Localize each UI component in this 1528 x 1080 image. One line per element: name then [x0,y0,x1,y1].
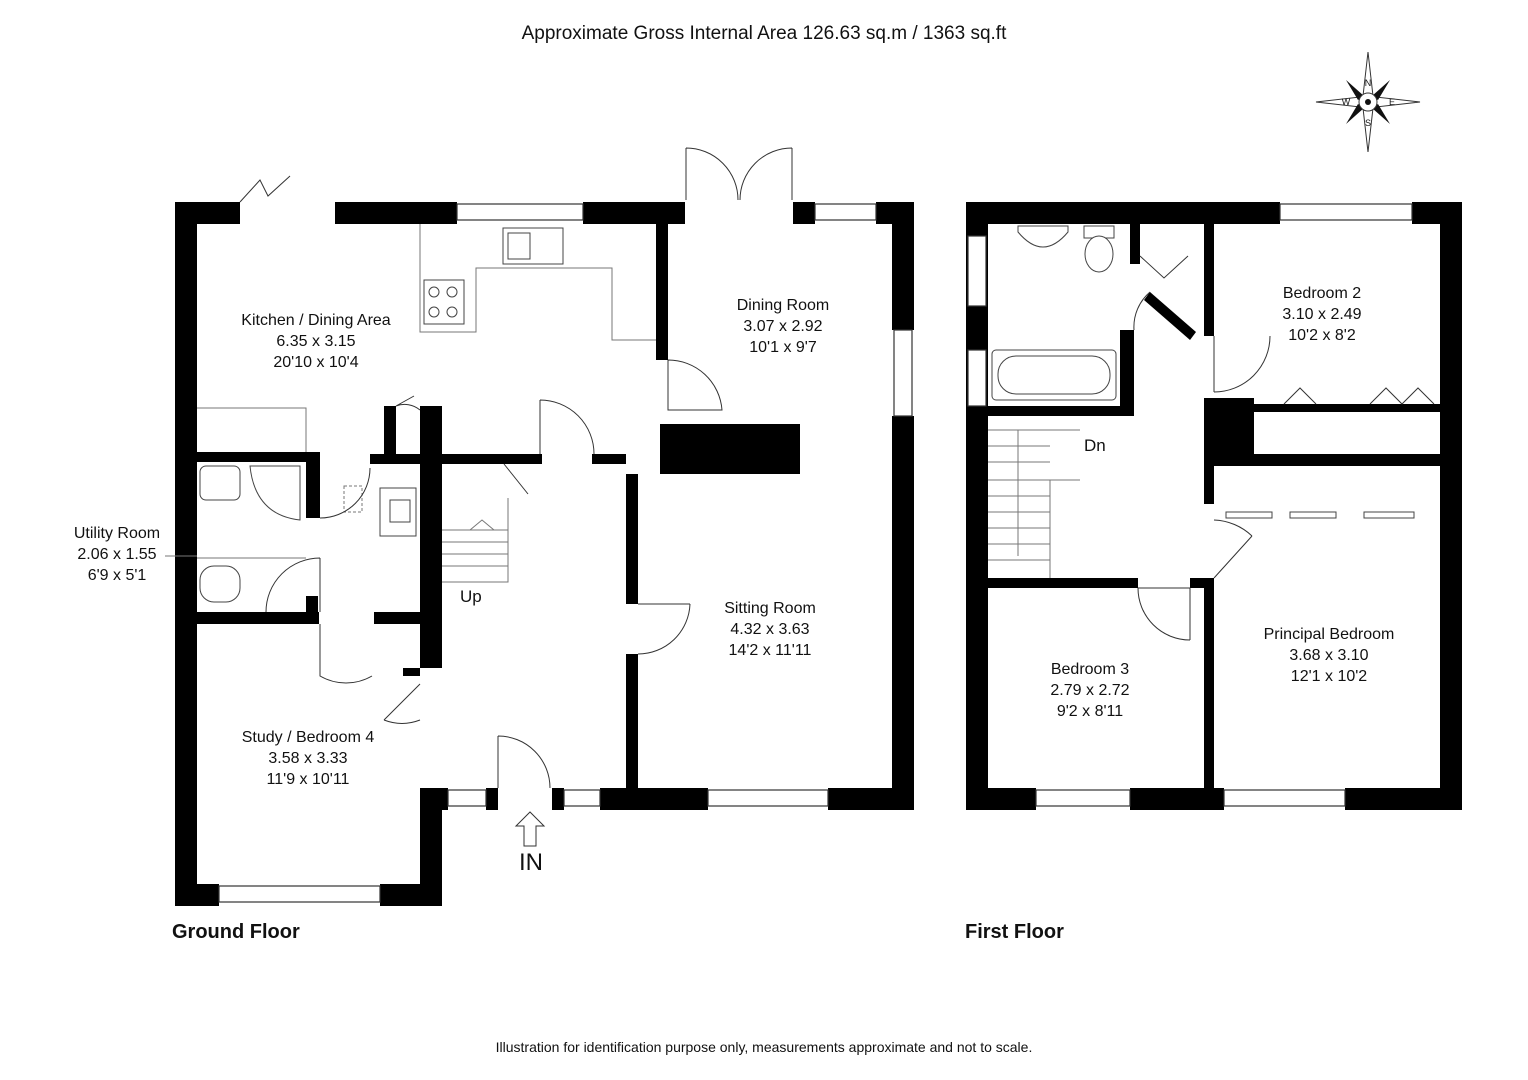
ground-floor-stairs [442,498,509,583]
disclaimer: Illustration for identification purpose … [496,1039,1033,1055]
principal-bedroom-label: Principal Bedroom 3.68 x 3.10 12'1 x 10'… [1264,626,1395,685]
room-metric: 3.58 x 3.33 [268,750,347,767]
stairs-up-label: Up [460,587,482,606]
compass-e-label: E [1389,97,1395,107]
room-name: Dining Room [737,297,829,314]
plan-title: Approximate Gross Internal Area 126.63 s… [522,23,1007,44]
bedroom-2-label: Bedroom 2 3.10 x 2.49 10'2 x 8'2 [1282,285,1361,344]
first-floor-stairs [988,429,1080,578]
compass-n-label: N [1365,78,1372,88]
room-metric: 2.79 x 2.72 [1050,682,1129,699]
room-imperial: 10'1 x 9'7 [749,339,817,356]
room-imperial: 11'9 x 10'11 [267,771,350,788]
bedroom-3-label: Bedroom 3 2.79 x 2.72 9'2 x 8'11 [1050,661,1129,720]
room-imperial: 20'10 x 10'4 [273,354,358,371]
study-label: Study / Bedroom 4 3.58 x 3.33 11'9 x 10'… [242,729,375,788]
room-metric: 3.68 x 3.10 [1289,647,1368,664]
stairs-down-label: Dn [1084,436,1106,455]
room-name: Principal Bedroom [1264,626,1395,643]
ground-floor-label: Ground Floor [172,921,300,943]
room-imperial: 12'1 x 10'2 [1291,668,1367,685]
room-metric: 4.32 x 3.63 [730,621,809,638]
first-floor-label: First Floor [965,921,1064,943]
room-metric: 3.10 x 2.49 [1282,306,1361,323]
room-name: Study / Bedroom 4 [242,729,375,746]
room-name: Bedroom 3 [1051,661,1129,678]
room-metric: 6.35 x 3.15 [276,333,355,350]
room-name: Utility Room [74,525,160,542]
compass-w-label: W [1342,97,1351,107]
first-floor-plan [966,202,1462,810]
kitchen-label: Kitchen / Dining Area 6.35 x 3.15 20'10 … [241,312,391,371]
room-name: Sitting Room [724,600,816,617]
compass-icon: N S E W [1315,51,1421,153]
room-metric: 2.06 x 1.55 [77,546,156,563]
compass-s-label: S [1365,118,1371,128]
room-imperial: 9'2 x 8'11 [1057,703,1123,720]
room-imperial: 14'2 x 11'11 [729,642,812,659]
room-imperial: 10'2 x 8'2 [1288,327,1356,344]
ground-floor-plan [175,147,914,906]
room-metric: 3.07 x 2.92 [743,318,822,335]
sitting-room-label: Sitting Room 4.32 x 3.63 14'2 x 11'11 [724,600,816,659]
entrance-arrow-icon [514,811,546,847]
dining-room-label: Dining Room 3.07 x 2.92 10'1 x 9'7 [737,297,829,356]
room-name: Kitchen / Dining Area [241,312,391,329]
room-name: Bedroom 2 [1283,285,1361,302]
utility-room-label: Utility Room 2.06 x 1.55 6'9 x 5'1 [74,525,197,584]
entrance-label: IN [519,849,543,876]
room-imperial: 6'9 x 5'1 [88,567,147,584]
